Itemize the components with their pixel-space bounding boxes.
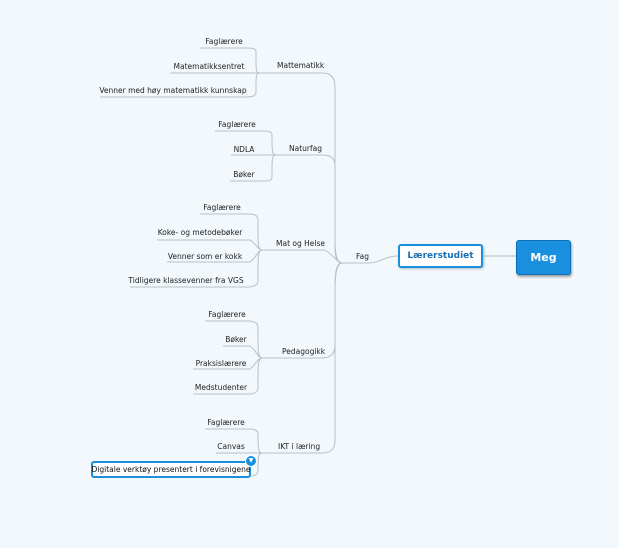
leaf-node[interactable]: Canvas: [217, 442, 245, 451]
main-node-laererstudiet[interactable]: Lærerstudiet: [398, 244, 483, 268]
leaf-node[interactable]: Faglærere: [208, 310, 246, 319]
root-node-meg[interactable]: Meg: [516, 240, 571, 275]
leaf-node[interactable]: Matematikksentret: [173, 62, 245, 71]
leaf-node[interactable]: Faglærere: [207, 418, 245, 427]
connector-fag-pedagogikk: [321, 262, 343, 359]
topic-ikt-i-laering[interactable]: IKT i læring: [278, 442, 321, 451]
leaf-node[interactable]: Bøker: [225, 335, 247, 344]
connector-fag-mattematikk: [321, 72, 350, 264]
connector-fag-ikt: [321, 262, 343, 454]
brace-mattematikk: [200, 47, 261, 74]
leaf-node[interactable]: Faglærere: [205, 37, 243, 46]
leaf-node[interactable]: NDLA: [233, 145, 255, 154]
leaf-node[interactable]: Venner som er kokk: [167, 252, 243, 261]
leaf-node[interactable]: Praksislærere: [195, 359, 247, 368]
chevron-down-icon[interactable]: ▼: [245, 455, 257, 467]
leaf-node[interactable]: Bøker: [233, 170, 255, 179]
leaf-node[interactable]: Faglærere: [203, 203, 241, 212]
topic-mat-og-helse[interactable]: Mat og Helse: [276, 239, 325, 248]
leaf-node[interactable]: Tidligere klassevenner fra VGS: [128, 276, 244, 285]
connector-fag-naturfag: [321, 154, 343, 264]
topic-pedagogikk[interactable]: Pedagogikk: [282, 347, 326, 356]
topic-naturfag[interactable]: Naturfag: [289, 144, 322, 153]
topic-mattematikk[interactable]: Mattematikk: [277, 61, 325, 70]
selected-leaf-node[interactable]: Digitale verktøy presentert i forevisnig…: [91, 461, 251, 478]
leaf-node[interactable]: Venner med høy matematikk kunnskap: [99, 86, 247, 95]
leaf-node[interactable]: Faglærere: [218, 120, 256, 129]
leaf-node[interactable]: Medstudenter: [194, 383, 248, 392]
leaf-node[interactable]: Koke- og metodebøker: [157, 228, 243, 237]
branch-node-fag[interactable]: Fag: [356, 252, 369, 261]
connector-main-fag: [350, 255, 399, 264]
